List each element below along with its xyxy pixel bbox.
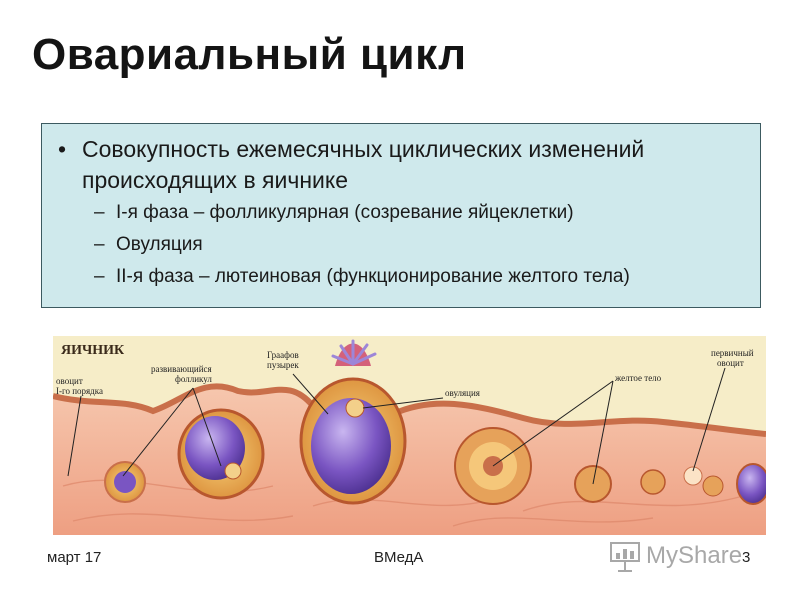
- content-box: • Совокупность ежемесячных циклических и…: [41, 123, 761, 308]
- label-corpus-luteum: желтое тело: [614, 373, 662, 383]
- sub-item-ovulation: –Овуляция: [94, 234, 203, 256]
- sub-item-text: II-я фаза – лютеиновая (функционирование…: [116, 266, 630, 287]
- label-developing-line2: фолликул: [175, 374, 212, 384]
- sub-item-follicular: –I-я фаза – фолликулярная (созревание яй…: [94, 202, 574, 224]
- leader-lines: [67, 367, 726, 485]
- sub-item-text: I-я фаза – фолликулярная (созревание яйц…: [116, 202, 574, 223]
- footer-date: март 17: [47, 549, 102, 566]
- label-ovulation: овуляция: [445, 388, 480, 398]
- sub-marker: –: [94, 266, 105, 287]
- organ-label: ЯИЧНИК: [61, 343, 125, 358]
- sub-marker: –: [94, 202, 105, 223]
- sub-item-luteal: –II-я фаза – лютеиновая (функционировани…: [94, 266, 630, 288]
- slide-title: Овариальный цикл: [32, 30, 467, 79]
- footer-center: ВМедА: [374, 549, 424, 566]
- label-oocyte-line2: I-го порядка: [56, 386, 103, 396]
- label-graafian-line2: пузырек: [267, 360, 299, 370]
- graafian-follicle: [299, 339, 407, 505]
- main-bullet: • Совокупность ежемесячных циклических и…: [58, 134, 748, 196]
- bullet-marker: •: [58, 136, 67, 162]
- sub-item-text: Овуляция: [116, 234, 203, 255]
- presentation-board-icon: [610, 542, 640, 572]
- label-developing-line1: развивающийся: [151, 364, 212, 374]
- watermark: MyShare: [608, 540, 788, 574]
- slide-number: 3: [742, 549, 751, 566]
- watermark-text: MyShare: [646, 542, 743, 569]
- ovulation-burst: [331, 339, 377, 366]
- label-oocyte-line1: овоцит: [56, 376, 83, 386]
- primary-follicle-right: [683, 463, 766, 505]
- ovary-illustration: ЯИЧНИК овоцит I-го порядка развивающийся…: [53, 336, 766, 535]
- primary-follicle-left: [104, 461, 146, 503]
- developing-follicle: [177, 408, 265, 500]
- label-graafian-line1: Граафов: [267, 350, 299, 360]
- main-bullet-text: Совокупность ежемесячных циклических изм…: [82, 136, 645, 193]
- label-primary-oocyte-line1: первичный: [711, 348, 754, 358]
- label-primary-oocyte-line2: овоцит: [717, 358, 744, 368]
- sub-marker: –: [94, 234, 105, 255]
